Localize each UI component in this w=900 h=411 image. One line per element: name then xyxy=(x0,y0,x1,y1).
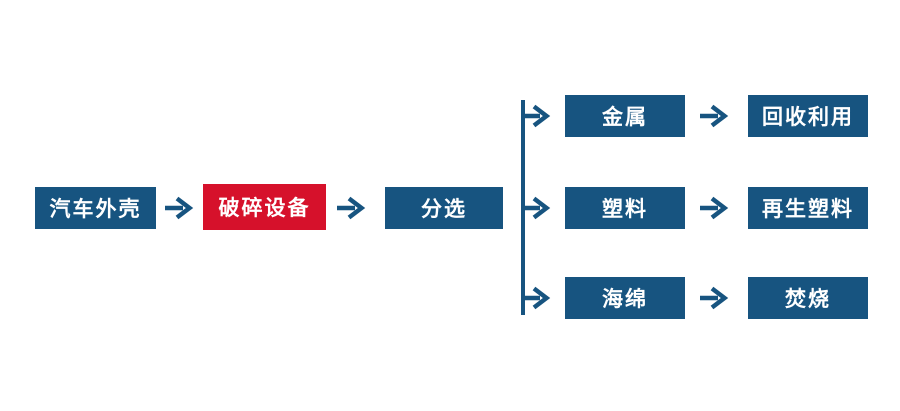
branch-arrow-icon xyxy=(522,104,551,128)
node-sorting: 分选 xyxy=(385,187,503,229)
branch-arrow-icon xyxy=(522,196,551,220)
node-metal: 金属 xyxy=(565,95,685,137)
node-recycled-plastic: 再生塑料 xyxy=(748,187,868,229)
branch-arrow-icon xyxy=(522,286,551,310)
node-incineration: 焚烧 xyxy=(748,277,868,319)
flow-arrow-icon xyxy=(700,196,729,220)
flow-arrow-icon xyxy=(165,196,194,220)
node-car-shell: 汽车外壳 xyxy=(35,187,156,229)
node-plastic: 塑料 xyxy=(565,187,685,229)
flow-arrow-icon xyxy=(337,196,366,220)
flow-arrow-icon xyxy=(700,286,729,310)
node-sponge: 海绵 xyxy=(565,277,685,319)
node-crushing-equipment: 破碎设备 xyxy=(203,184,326,230)
flow-arrow-icon xyxy=(700,104,729,128)
node-recycling: 回收利用 xyxy=(748,95,868,137)
